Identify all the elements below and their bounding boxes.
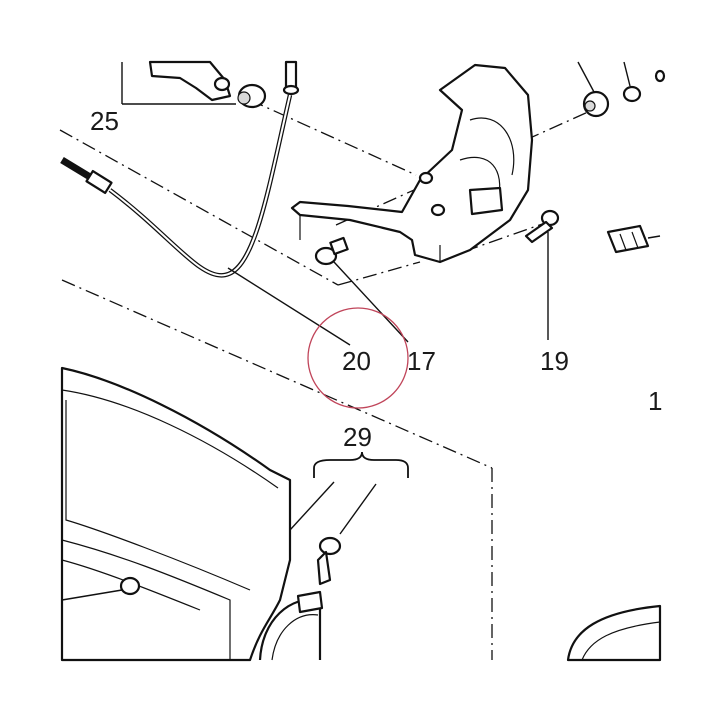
screw-29 bbox=[289, 451, 409, 614]
screw-19 bbox=[524, 209, 560, 340]
housing-bracket bbox=[290, 63, 534, 264]
highlight-circle bbox=[307, 307, 409, 409]
cable-20 bbox=[60, 60, 351, 346]
partial-part-bottom-right bbox=[566, 604, 662, 662]
connector-right bbox=[606, 224, 661, 254]
grommet-top-right bbox=[577, 61, 666, 118]
grommet-25 bbox=[121, 60, 267, 109]
callout-20: 20 bbox=[342, 346, 371, 376]
callout-19: 19 bbox=[540, 346, 569, 376]
screw-17 bbox=[314, 236, 409, 343]
cover-panel bbox=[60, 366, 322, 662]
callout-17: 17 bbox=[407, 346, 436, 376]
callout-25: 25 bbox=[90, 106, 119, 136]
callout-partial: 1 bbox=[648, 386, 662, 416]
callout-29: 29 bbox=[343, 422, 372, 452]
